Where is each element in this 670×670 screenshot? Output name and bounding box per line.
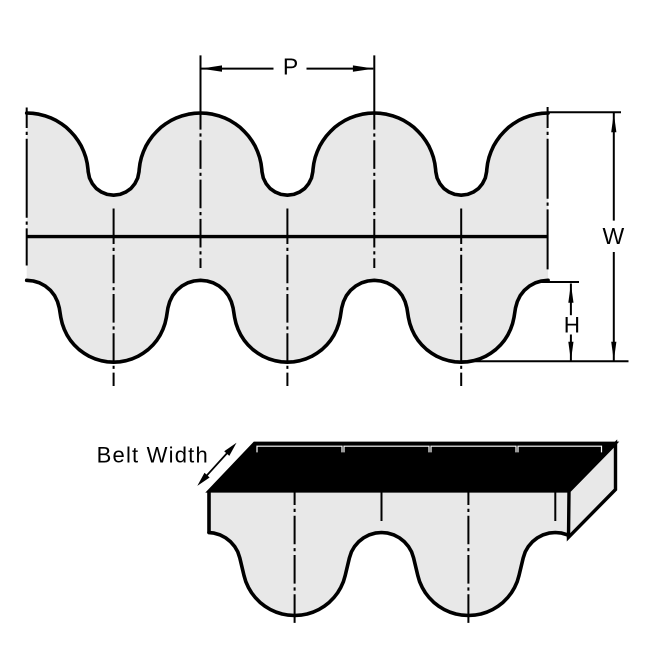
svg-text:H: H: [564, 312, 580, 337]
svg-text:W: W: [603, 223, 625, 249]
svg-text:Belt Width: Belt Width: [97, 443, 209, 468]
svg-text:P: P: [283, 54, 298, 80]
